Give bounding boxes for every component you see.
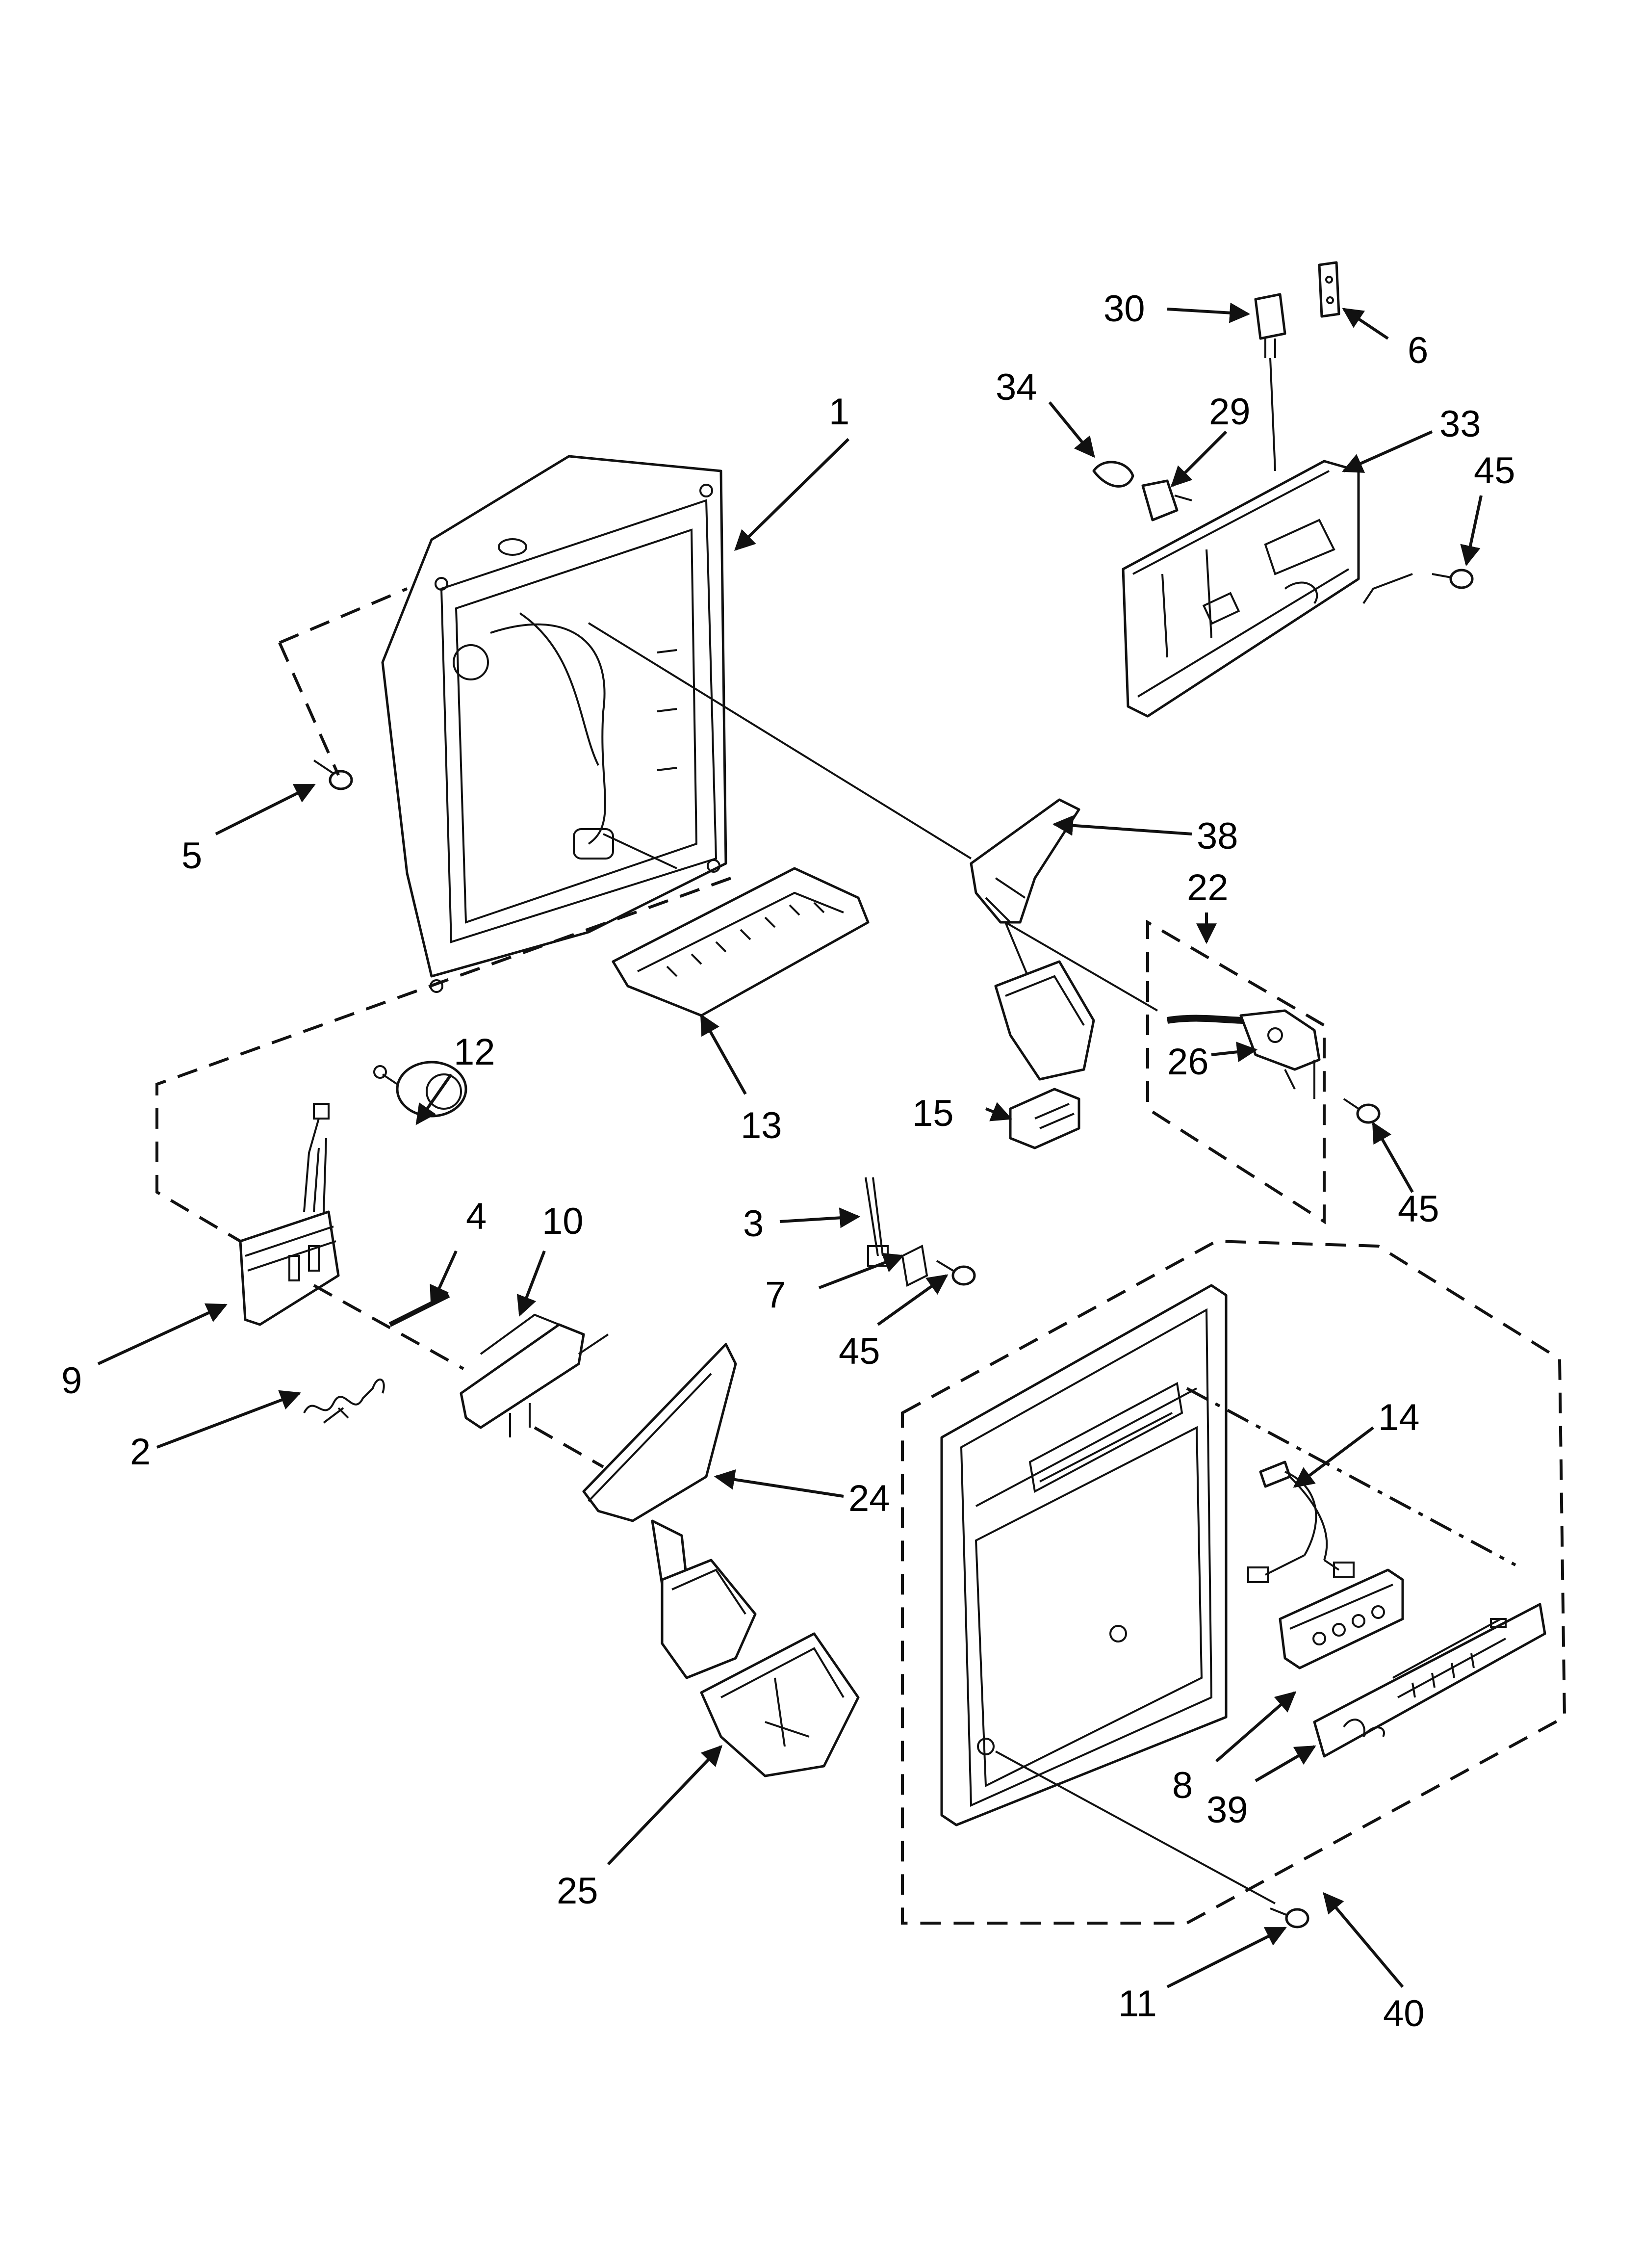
part-6-pad [1318,261,1340,318]
part-34-lamp-bulb [1092,461,1134,488]
callout-labels: 1 2 3 4 5 6 7 8 9 10 11 12 13 14 15 22 2… [61,288,1515,2034]
callout-39: 39 [1206,1789,1248,1831]
callout-45-top: 45 [1474,450,1515,492]
callout-34: 34 [996,366,1037,408]
callout-10: 10 [542,1200,584,1242]
callout-25: 25 [557,1870,598,1912]
callout-33: 33 [1439,403,1481,445]
part-8-control-board [1279,1568,1404,1669]
callout-14: 14 [1378,1397,1420,1438]
part-3-spring-clip [865,1177,889,1267]
part-25-drip-tray [700,1632,860,1777]
part-29-lamp-socket [1141,479,1192,521]
screw-part-11 [1270,1907,1309,1929]
callout-45-bottom: 45 [839,1330,880,1372]
callout-7: 7 [765,1274,786,1316]
part-9-solenoid [239,1103,340,1326]
callout-8: 8 [1172,1765,1193,1806]
callout-15: 15 [912,1093,954,1134]
callout-6: 6 [1408,330,1428,371]
callout-5: 5 [181,835,202,877]
part-2-spring [303,1378,385,1424]
callout-40: 40 [1383,1993,1425,2034]
callout-38: 38 [1197,815,1238,857]
part-14-wire-harness [1247,1460,1355,1583]
part-7-clip [901,1245,928,1287]
leader-arrows [97,302,1483,1988]
part-33-control-housing [1122,460,1360,718]
part-30-switch [1254,293,1286,471]
callout-12: 12 [454,1031,495,1073]
callout-24: 24 [848,1478,890,1519]
part-4-pin [388,1293,450,1327]
part-39-overlay-decal [1313,1603,1546,1758]
callout-13: 13 [741,1105,782,1147]
part-12-motor [373,1061,467,1118]
callout-4: 4 [466,1196,487,1237]
part-38-ice-paddle [970,798,1095,1081]
part-24-water-paddle [582,1343,757,1679]
callout-1: 1 [829,391,849,433]
callout-2: 2 [130,1431,151,1473]
part-40-front-panel [940,1284,1228,1826]
callout-29: 29 [1209,391,1251,433]
part-1-dispenser-housing [381,455,727,993]
screw-part-45-top [1432,569,1474,589]
callout-11: 11 [1118,1983,1157,2025]
screw-part-45-bottom [936,1260,976,1286]
callout-22: 22 [1187,867,1229,909]
callout-3: 3 [743,1203,764,1245]
screw-part-45-mid [1343,1098,1381,1124]
part-10-lever [460,1313,609,1437]
screw-part-5 [313,759,353,790]
assembly-lines [155,573,1566,1925]
callout-30: 30 [1103,288,1145,330]
callout-26: 26 [1167,1041,1209,1083]
part-13-ice-grille [612,867,870,1017]
callout-9: 9 [61,1360,82,1402]
callout-45-mid: 45 [1398,1188,1439,1230]
part-15-connector [1009,1088,1080,1149]
